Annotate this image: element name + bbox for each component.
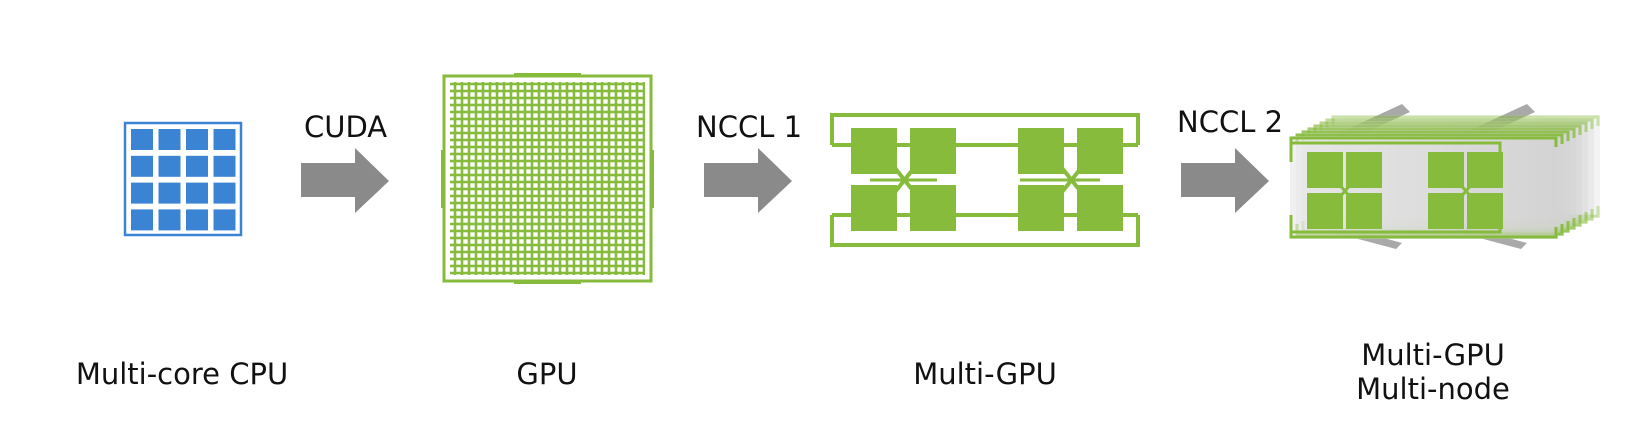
stage-label-multi-gpu-multi-node: Multi-GPU Multi-node bbox=[1356, 338, 1510, 406]
stage-label-line2: Multi-node bbox=[1356, 372, 1510, 406]
gpu-chip-icon bbox=[1428, 152, 1464, 188]
gpu-chip-icon bbox=[1346, 152, 1382, 188]
transition-label-cuda: CUDA bbox=[304, 110, 388, 144]
cpu-core-icon bbox=[131, 182, 153, 204]
cpu-core-icon bbox=[131, 209, 153, 231]
cpu-core-icon bbox=[186, 129, 208, 150]
stage-label-gpu: GPU bbox=[516, 357, 578, 391]
cpu-core-icon bbox=[131, 155, 153, 177]
cpu-core-icon bbox=[158, 182, 181, 204]
stage-label-multi-core-cpu: Multi-core CPU bbox=[75, 357, 289, 391]
front-node-icon bbox=[1289, 141, 1503, 234]
cpu-core-icon bbox=[213, 129, 236, 150]
gpu-chip-icon bbox=[1467, 152, 1503, 188]
stage-label-multi-gpu: Multi-GPU bbox=[913, 357, 1057, 391]
gpu-chip-icon bbox=[1307, 152, 1343, 188]
cpu-core-icon bbox=[213, 209, 236, 231]
cpu-core-icon bbox=[213, 182, 236, 204]
transition-label-nccl1: NCCL 1 bbox=[696, 110, 803, 144]
cpu-icon bbox=[123, 121, 243, 237]
arrow-right-icon-nccl1 bbox=[704, 148, 792, 213]
gpu-chip-icon bbox=[1307, 193, 1343, 229]
multi-node-stack-icon bbox=[1289, 104, 1600, 249]
cpu-core-icon bbox=[158, 209, 181, 231]
cpu-core-icon bbox=[186, 209, 208, 231]
arrow-right-icon-cuda bbox=[301, 148, 389, 213]
multi-gpu-icon bbox=[830, 113, 1140, 247]
gpu-icon bbox=[441, 73, 654, 284]
arrow-right-icon-nccl2 bbox=[1181, 148, 1269, 213]
cpu-core-icon bbox=[131, 129, 153, 150]
cpu-core-icon bbox=[186, 182, 208, 204]
gpu-chip-icon bbox=[1428, 193, 1464, 229]
cpu-core-icon bbox=[158, 129, 181, 150]
cpu-core-icon bbox=[213, 155, 236, 177]
cpu-core-icon bbox=[158, 155, 181, 177]
stage-label-line1: Multi-GPU bbox=[1361, 338, 1505, 372]
cpu-core-icon bbox=[186, 155, 208, 177]
transition-label-nccl2: NCCL 2 bbox=[1177, 105, 1284, 139]
